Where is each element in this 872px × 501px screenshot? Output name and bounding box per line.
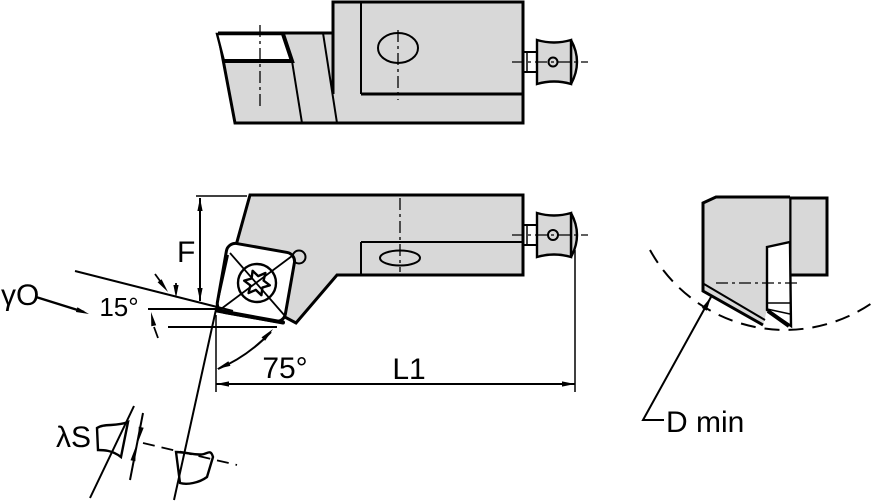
reference-dash-line (142, 442, 238, 466)
angle-15-label: 15° (99, 292, 138, 322)
insert-profile-upper (95, 420, 130, 460)
insert-profile-lower (174, 450, 215, 485)
min-bore-label: D min (666, 406, 744, 439)
dim-f-label: F (177, 236, 195, 269)
lambda-s-detail: λS (56, 405, 238, 499)
shim-line (703, 283, 766, 321)
side-view (215, 193, 588, 325)
insert-axis-line (89, 405, 135, 499)
adjusting-screw-side (512, 211, 588, 259)
lead-angle-label: 75° (262, 352, 307, 385)
insert-top-face (215, 32, 294, 63)
clamp-block (333, 2, 523, 94)
top-view (215, 0, 588, 125)
insert-end (765, 240, 793, 329)
angle-15: 15° (99, 273, 179, 339)
dimension-l1: L1 (215, 250, 576, 392)
cutting-edge-direction-line (173, 254, 229, 501)
d-min-leader (641, 296, 712, 421)
torx-screw-icon (236, 262, 278, 304)
rake-angle-leader: γO (1, 279, 89, 314)
dim-l1-label: L1 (392, 353, 425, 386)
rake-face-line (74, 270, 234, 312)
holder-body-end (703, 197, 790, 325)
inclination-angle-label: λS (56, 421, 91, 454)
annotations: F γO 15° 75° (1, 195, 576, 501)
insert-side (215, 241, 297, 325)
adjusting-screw-top (512, 38, 588, 86)
holder-body (218, 33, 523, 123)
lambda-dim-line (129, 412, 144, 481)
set-screw-hole (547, 56, 559, 68)
holder-back-block (788, 196, 829, 277)
neck-edge-line (322, 32, 338, 124)
pocket-edge-line (291, 60, 303, 124)
cutting-edge-end (766, 309, 791, 328)
lead-angle-75: 75° (216, 329, 308, 385)
torx-star-icon (242, 269, 271, 297)
end-view: D min (641, 195, 872, 439)
cutting-edge (215, 308, 285, 325)
rake-angle-label: γO (1, 279, 39, 312)
bore-arc (649, 249, 872, 331)
dimension-f: F (177, 195, 247, 301)
